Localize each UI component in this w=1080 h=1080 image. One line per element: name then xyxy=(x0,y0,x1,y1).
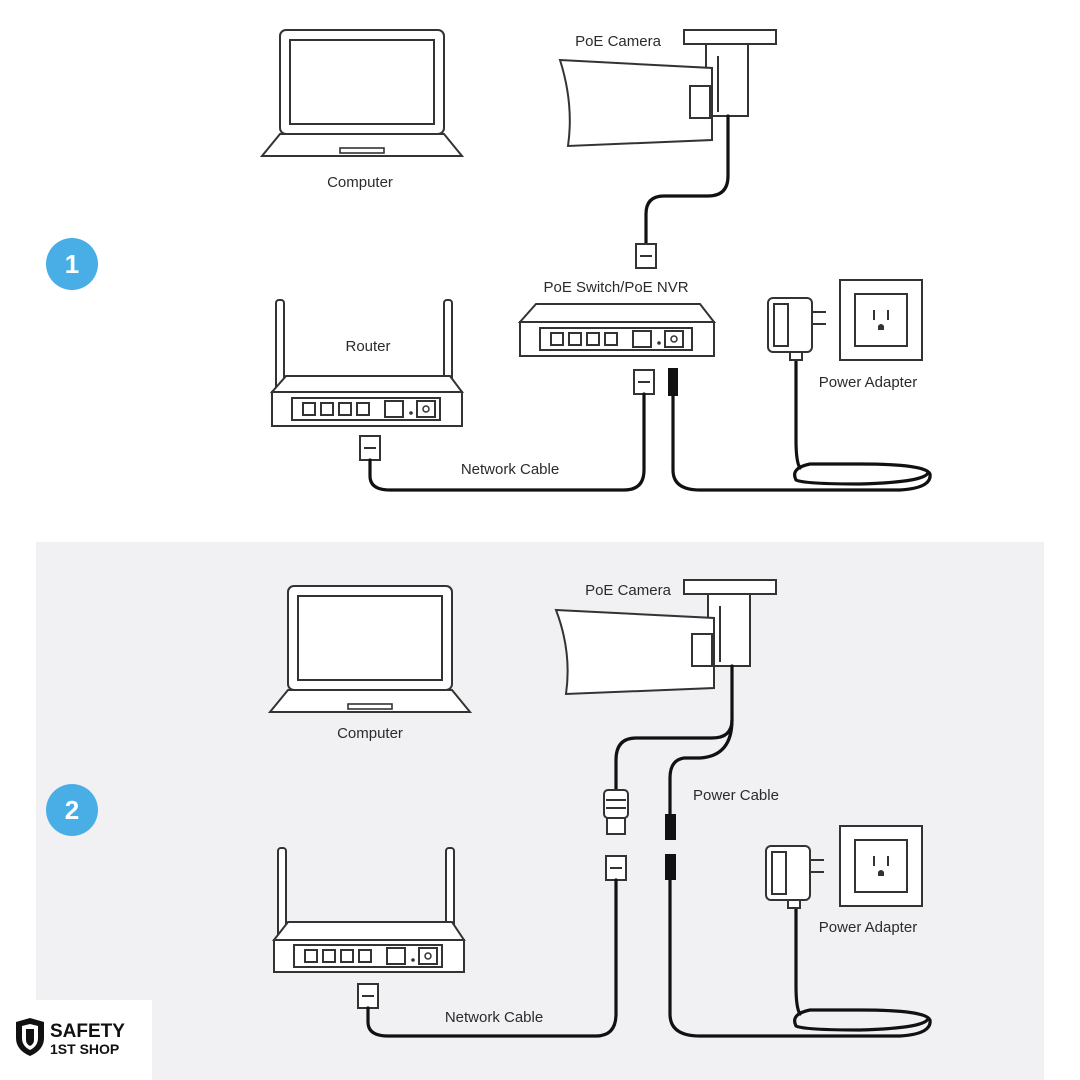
router-icon xyxy=(269,299,464,427)
power-cable-label: Power Cable xyxy=(693,787,779,804)
power-adapter-icon xyxy=(767,297,826,361)
power-adapter-icon xyxy=(765,845,824,909)
scenario-1-badge: 1 xyxy=(46,238,98,290)
scenario-1-badge-number: 1 xyxy=(65,249,79,279)
switch-dc-plug-icon xyxy=(668,368,678,396)
switch-power-cable xyxy=(671,394,932,492)
scenario-2-badge: 2 xyxy=(46,784,98,836)
rj45-plug-icon xyxy=(635,243,657,269)
adapter-cord xyxy=(794,348,802,470)
wall-outlet-icon xyxy=(839,279,923,361)
scenario-1: 1 Computer PoE Camera PoE Switch/PoE NVR xyxy=(46,29,932,492)
power-adapter-label: Power Adapter xyxy=(819,374,917,391)
power-adapter-label: Power Adapter xyxy=(819,919,917,936)
computer-icon xyxy=(259,29,465,157)
safety-1st-shop-logo: SAFETY 1ST SHOP xyxy=(0,1000,152,1080)
scenario-2-badge-number: 2 xyxy=(65,795,79,825)
logo-line-1: SAFETY xyxy=(50,1021,125,1042)
network-cable-label: Network Cable xyxy=(461,461,559,478)
router-rj45-plug-icon xyxy=(359,435,381,461)
router-label: Router xyxy=(345,338,390,355)
switch-label: PoE Switch/PoE NVR xyxy=(543,279,688,296)
router-rj45-plug-icon xyxy=(357,983,379,1009)
wall-outlet-icon xyxy=(839,825,923,907)
network-rj45-plug-icon xyxy=(605,855,627,881)
shield-icon xyxy=(16,1018,44,1056)
adapter-cord xyxy=(794,904,802,1016)
scenario-2-panel xyxy=(36,542,1044,1080)
poe-switch-icon xyxy=(517,303,717,357)
computer-icon xyxy=(267,585,473,713)
switch-rj45-plug-icon xyxy=(633,369,655,395)
network-cable xyxy=(368,392,646,492)
network-cable-label: Network Cable xyxy=(445,1009,543,1026)
logo-line-2: 1ST SHOP xyxy=(50,1041,119,1057)
poe-camera-icon xyxy=(554,579,777,696)
computer-label: Computer xyxy=(337,725,403,742)
camera-label: PoE Camera xyxy=(585,582,672,599)
power-cable xyxy=(668,878,932,1038)
poe-camera-icon xyxy=(558,29,777,148)
network-cable xyxy=(366,878,618,1038)
scenario-2: 2 Computer PoE Camera xyxy=(46,579,932,1038)
dc-jack-icon xyxy=(665,854,676,880)
dc-plug-icon xyxy=(665,814,676,840)
computer-label: Computer xyxy=(327,174,393,191)
camera-power-lead xyxy=(668,718,734,818)
camera-label: PoE Camera xyxy=(575,33,662,50)
camera-to-switch-cable xyxy=(644,114,730,248)
router-icon xyxy=(271,847,466,973)
rj45-connector-icon xyxy=(603,789,629,835)
